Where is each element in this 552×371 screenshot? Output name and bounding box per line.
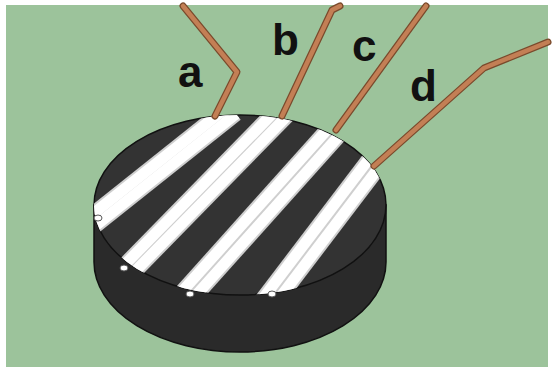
wire-label: a — [178, 50, 202, 94]
tube-ends — [94, 215, 276, 297]
copper-wires — [183, 6, 548, 166]
white-stripes — [60, 108, 383, 312]
wire-label: c — [352, 24, 376, 68]
wire-label: b — [272, 18, 299, 62]
wire-label: d — [410, 64, 437, 108]
background — [6, 5, 548, 367]
